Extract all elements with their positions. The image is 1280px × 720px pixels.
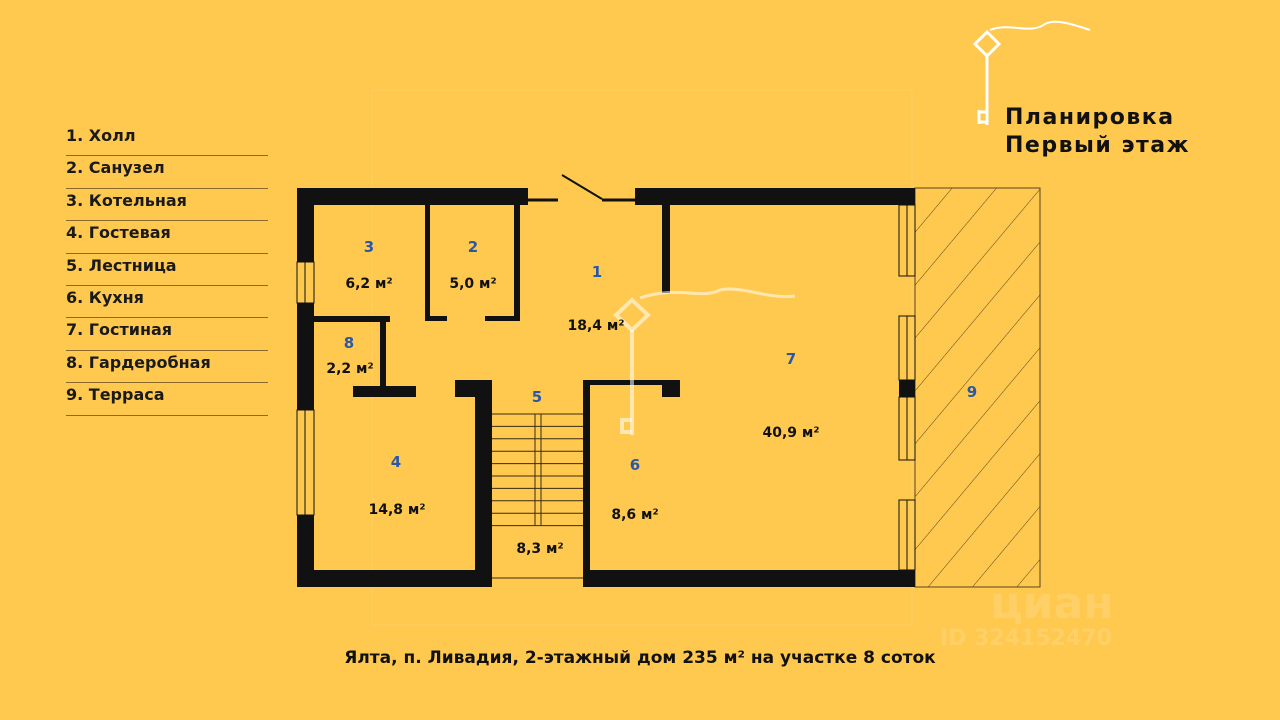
watermark-id: ID 324152470 <box>940 626 1112 651</box>
room-area: 6,2 м² <box>345 276 392 292</box>
room-area: 8,3 м² <box>516 541 563 557</box>
cian-watermark: циан ID 324152470 <box>940 578 1114 652</box>
room-number: 5 <box>532 388 542 406</box>
room-legend: 1. Холл 2. Санузел 3. Котельная 4. Госте… <box>66 124 268 416</box>
windows <box>296 204 916 571</box>
watermark-brand: циан <box>990 578 1114 629</box>
legend-item: 4. Гостевая <box>66 221 268 254</box>
caption: Ялта, п. Ливадия, 2-этажный дом 235 м² н… <box>344 648 936 668</box>
faint-frame <box>371 89 913 626</box>
staircase <box>492 413 583 579</box>
title-line-1: Планировка <box>1005 105 1175 130</box>
room-number: 4 <box>391 453 401 471</box>
room-number: 2 <box>468 238 478 256</box>
legend-item: 7. Гостиная <box>66 318 268 351</box>
room-number: 3 <box>364 238 374 256</box>
legend-item: 3. Котельная <box>66 189 268 222</box>
room-number: 6 <box>630 456 640 474</box>
room-area: 18,4 м² <box>568 318 625 334</box>
entrance-door <box>528 174 635 202</box>
walls <box>297 188 915 587</box>
room-number: 7 <box>786 350 796 368</box>
room-area: 2,2 м² <box>326 361 373 377</box>
legend-item: 5. Лестница <box>66 254 268 286</box>
terrace-hatch <box>914 187 1041 588</box>
key-watermark-center <box>613 287 796 435</box>
room-area: 5,0 м² <box>449 276 496 292</box>
legend-item: 9. Терраса <box>66 383 268 416</box>
legend-item: 8. Гардеробная <box>66 351 268 384</box>
room-number: 8 <box>344 334 354 352</box>
room-number: 9 <box>967 383 977 401</box>
room-number: 1 <box>592 263 602 281</box>
legend-item: 1. Холл <box>66 124 268 157</box>
title-line-2: Первый этаж <box>1005 133 1191 158</box>
room-area: 14,8 м² <box>369 502 426 518</box>
room-area: 40,9 м² <box>763 425 820 441</box>
legend-item: 2. Санузел <box>66 156 268 189</box>
room-area: 8,6 м² <box>611 507 658 523</box>
legend-item: 6. Кухня <box>66 286 268 319</box>
logo-key-icon <box>972 20 1091 125</box>
plan-title: Планировка Первый этаж <box>1005 104 1190 160</box>
